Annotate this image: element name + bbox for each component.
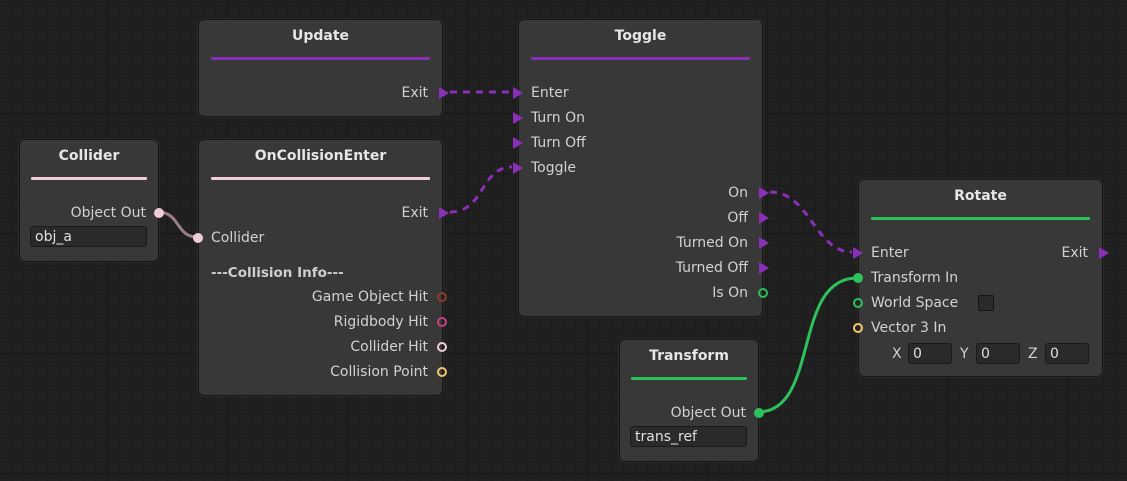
on-output-port[interactable] (759, 187, 769, 199)
turn-off-label: Turn Off (531, 135, 586, 151)
world-space-port[interactable] (853, 298, 863, 308)
enter-input-port[interactable] (513, 87, 523, 99)
toggle-label: Toggle (531, 160, 577, 176)
off-output-port[interactable] (759, 212, 769, 224)
is-on-label: Is On (712, 285, 748, 301)
world-space-checkbox[interactable] (978, 295, 994, 311)
toggle-node[interactable]: Toggle Enter Turn On Turn Off Toggle On … (513, 19, 769, 317)
turned-off-output-port[interactable] (759, 262, 769, 274)
node-title: Transform (649, 348, 729, 364)
on-collision-enter-node[interactable]: OnCollisionEnter Exit Collider ---Collis… (193, 139, 449, 396)
collider-node[interactable]: Collider Object Out obj_a (19, 139, 164, 262)
exit-flow-port[interactable] (439, 207, 449, 219)
object-out-port[interactable] (754, 408, 764, 418)
rigidbody-hit-label: Rigidbody Hit (333, 314, 428, 330)
node-title: Toggle (614, 28, 667, 44)
turn-on-input-port[interactable] (513, 112, 523, 124)
object-out-label: Object Out (670, 405, 746, 421)
world-space-label: World Space (871, 295, 959, 311)
off-label: Off (727, 210, 748, 226)
transform-node[interactable]: Transform Object Out trans_ref (619, 339, 764, 462)
turn-off-input-port[interactable] (513, 137, 523, 149)
rigidbody-hit-port[interactable] (437, 317, 447, 327)
exit-flow-port[interactable] (439, 87, 449, 99)
transform-in-port[interactable] (853, 273, 863, 283)
collider-hit-port[interactable] (437, 342, 447, 352)
enter-label: Enter (531, 85, 569, 101)
collider-accent-bar (211, 177, 430, 180)
object-out-label: Object Out (70, 205, 146, 221)
is-on-output-port[interactable] (758, 288, 768, 298)
turned-on-label: Turned On (676, 235, 748, 251)
wire-collision-exit-to-toggle-toggle[interactable] (449, 165, 513, 214)
turned-on-output-port[interactable] (759, 237, 769, 249)
z-label: Z (1028, 346, 1038, 362)
x-label: X (892, 346, 902, 362)
node-title: Update (291, 28, 350, 44)
collider-ref-field[interactable]: obj_a (30, 226, 147, 247)
collision-point-label: Collision Point (330, 364, 428, 380)
exit-label: Exit (1061, 245, 1088, 261)
collision-info-section: ---Collision Info--- (211, 265, 344, 281)
collision-point-port[interactable] (437, 367, 447, 377)
y-label: Y (960, 346, 969, 362)
vector3-in-label: Vector 3 In (871, 320, 947, 336)
node-title: OnCollisionEnter (254, 148, 387, 164)
transform-ref-field[interactable]: trans_ref (630, 426, 747, 447)
on-label: On (728, 185, 748, 201)
turn-on-label: Turn On (531, 110, 586, 126)
exit-label: Exit (401, 205, 428, 221)
node-title: Rotate (954, 188, 1007, 204)
flow-accent-bar (211, 57, 430, 60)
exit-flow-port[interactable] (1099, 247, 1109, 259)
game-object-hit-label: Game Object Hit (311, 289, 428, 305)
vector3-in-port[interactable] (853, 323, 863, 333)
turned-off-label: Turned Off (675, 260, 748, 276)
y-field[interactable]: 0 (976, 343, 1020, 364)
update-node[interactable]: Update Exit (198, 19, 449, 117)
enter-label: Enter (871, 245, 909, 261)
object-out-port[interactable] (154, 208, 164, 218)
enter-input-port[interactable] (853, 247, 863, 259)
x-field[interactable]: 0 (908, 343, 952, 364)
collider-accent-bar (31, 177, 147, 180)
wire-transform-to-rotate[interactable] (757, 276, 858, 414)
rotate-node[interactable]: Rotate Enter Exit Transform In World Spa… (853, 179, 1109, 377)
exit-label: Exit (401, 85, 428, 101)
wire-collider-to-collision[interactable] (157, 210, 198, 239)
transform-accent-bar (631, 377, 747, 380)
game-object-hit-port[interactable] (437, 292, 447, 302)
wire-toggle-on-to-rotate-enter[interactable] (769, 190, 853, 254)
collider-input-label: Collider (211, 230, 265, 246)
node-title: Collider (58, 148, 120, 164)
collider-input-port[interactable] (193, 233, 203, 243)
toggle-input-port[interactable] (513, 162, 523, 174)
transform-accent-bar (871, 217, 1090, 220)
transform-in-label: Transform In (871, 270, 959, 286)
collider-hit-label: Collider Hit (350, 339, 428, 355)
flow-accent-bar (531, 57, 750, 60)
z-field[interactable]: 0 (1045, 343, 1089, 364)
